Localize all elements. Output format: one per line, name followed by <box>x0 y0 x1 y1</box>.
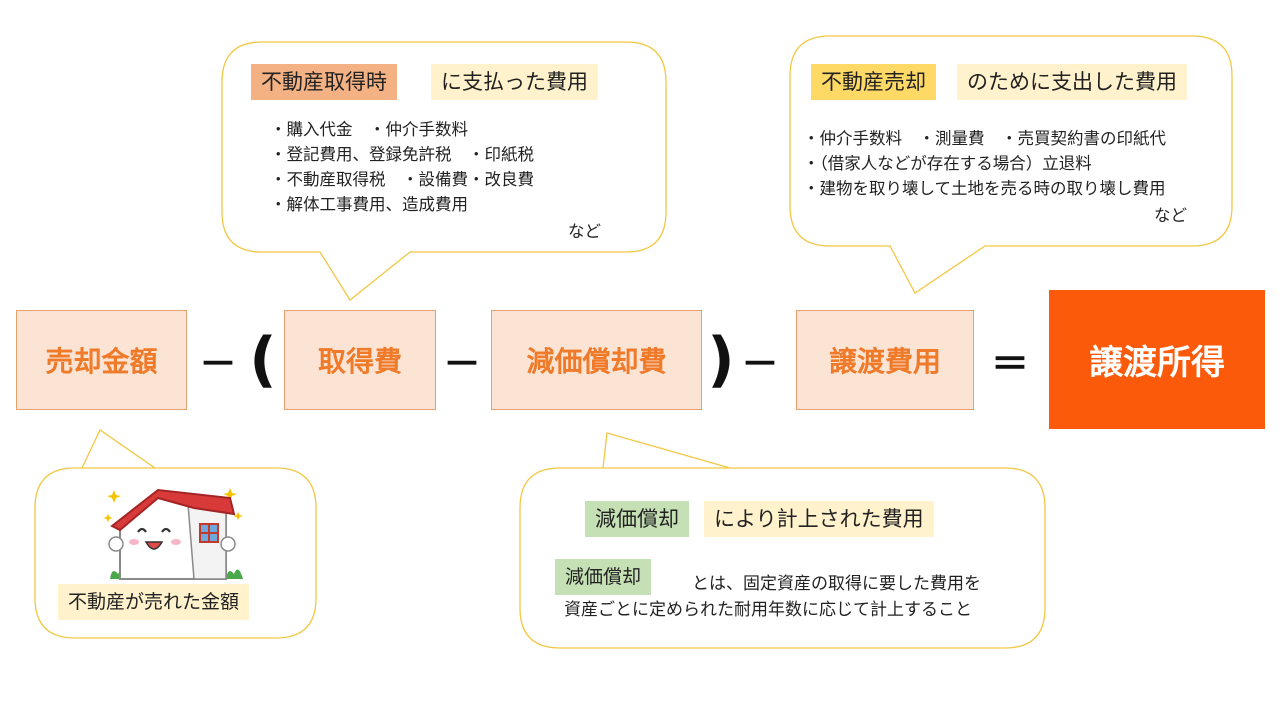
minus-operator: － <box>198 341 237 386</box>
depreciation-highlight: 減価償却 <box>585 501 689 537</box>
transfer-etc: など <box>1154 206 1187 225</box>
acquisition-highlight: 不動産取得時 <box>251 64 397 100</box>
list-item: ・不動産取得税 ・設備費・改良費 <box>270 170 534 189</box>
term-transfer-cost: 譲渡費用 <box>796 310 974 410</box>
transfer-highlight: 不動産売却 <box>811 64 936 100</box>
acquisition-etc: など <box>568 222 601 241</box>
transfer-title: のために支出した費用 <box>957 64 1187 100</box>
minus-operator: － <box>740 341 779 386</box>
list-item: ・登記費用、登録免許税 ・印紙税 <box>270 145 534 164</box>
acquisition-title: に支払った費用 <box>431 64 598 100</box>
minus-operator: － <box>442 341 481 386</box>
list-item: ・（借家人などが存在する場合）立退料 <box>803 154 1092 173</box>
list-item: ・仲介手数料 ・測量費 ・売買契約書の印紙代 <box>803 129 1166 148</box>
transfer-list: ・仲介手数料 ・測量費 ・売買契約書の印紙代 ・（借家人などが存在する場合）立退… <box>803 126 1166 201</box>
list-item: ・解体工事費用、造成費用 <box>270 195 468 214</box>
close-paren: ) <box>707 325 735 395</box>
list-item: ・購入代金 ・仲介手数料 <box>270 120 468 139</box>
list-item: ・建物を取り壊して土地を売る時の取り壊し費用 <box>803 179 1166 198</box>
depreciation-bubble <box>519 467 1046 649</box>
depreciation-term: 減価償却 <box>555 559 652 595</box>
transfer-bubble <box>789 35 1233 294</box>
depreciation-bubble-tail <box>602 432 731 469</box>
acquisition-bubble <box>221 41 667 301</box>
depreciation-definition-line1: とは、固定資産の取得に要した費用を <box>692 574 981 594</box>
acquisition-list: ・購入代金 ・仲介手数料 ・登記費用、登録免許税 ・印紙税 ・不動産取得税 ・設… <box>270 117 534 217</box>
term-sale-amount: 売却金額 <box>16 310 187 410</box>
result-capital-gain: 譲渡所得 <box>1049 290 1265 429</box>
equals-operator: ＝ <box>990 341 1029 386</box>
term-acquisition-cost: 取得費 <box>284 310 436 410</box>
sale-label: 不動産が売れた金額 <box>58 584 250 620</box>
sale-bubble <box>34 467 317 639</box>
open-paren: ( <box>249 325 277 395</box>
term-depreciation: 減価償却費 <box>491 310 702 410</box>
house-icon <box>103 488 243 580</box>
depreciation-title: により計上された費用 <box>704 501 934 537</box>
depreciation-definition-line2: 資産ごとに定められた耐用年数に応じて計上すること <box>564 600 972 620</box>
sale-bubble-tail <box>81 429 156 469</box>
